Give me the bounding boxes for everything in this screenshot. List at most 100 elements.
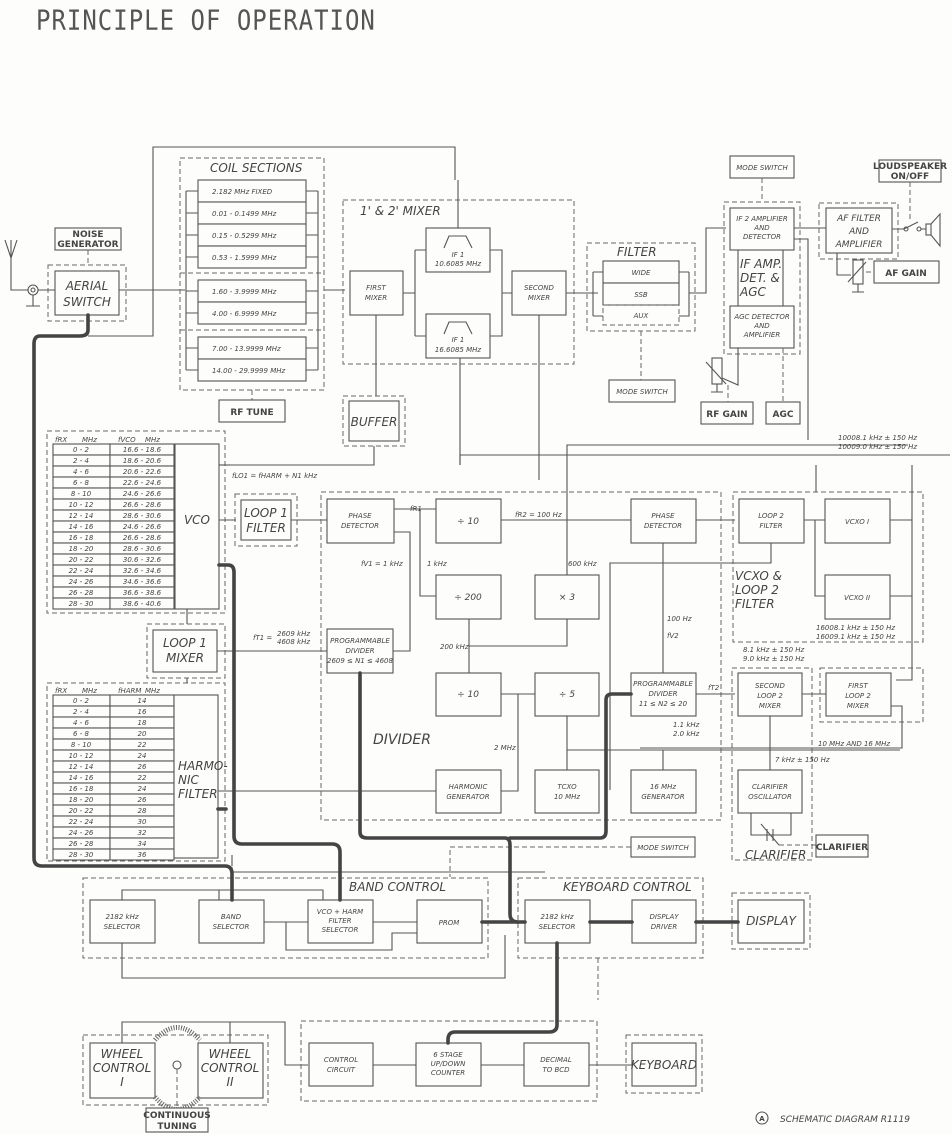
programmable-divider-1: PROGRAMMABLE DIVIDER 2609 ≤ N1 ≤ 4608	[326, 628, 394, 674]
svg-text:34: 34	[138, 840, 147, 848]
svg-text:DIVIDER: DIVIDER	[373, 732, 431, 748]
display-driver: DISPLAY DRIVER	[631, 899, 697, 944]
svg-text:CONTROL: CONTROL	[201, 1061, 260, 1075]
svg-text:PHASE: PHASE	[651, 512, 675, 520]
svg-text:1 kHz: 1 kHz	[427, 560, 447, 568]
svg-text:FILTER: FILTER	[328, 917, 351, 925]
svg-text:COUNTER: COUNTER	[431, 1069, 465, 1077]
keyboard[interactable]: KEYBOARD	[631, 1042, 697, 1087]
svg-text:32: 32	[138, 829, 147, 837]
svg-text:SELECTOR: SELECTOR	[539, 923, 576, 931]
svg-text:LOOP 2: LOOP 2	[735, 583, 779, 597]
svg-text:2182 kHz: 2182 kHz	[105, 913, 138, 921]
clarifier-oscillator: CLARIFIER OSCILLATOR	[737, 769, 803, 814]
wheel-control-2[interactable]: WHEEL CONTROL II	[197, 1042, 264, 1099]
coil-band-row: 0.15 - 0.5299 MHz	[186, 223, 318, 247]
coil-band-row: 7.00 - 13.9999 MHz	[186, 336, 318, 360]
agc-control[interactable]: AGC	[765, 401, 801, 425]
svg-text:AND: AND	[848, 227, 869, 237]
tuning-wheel-icon[interactable]	[153, 1025, 202, 1112]
svg-text:DISPLAY: DISPLAY	[649, 913, 679, 921]
svg-text:12 - 14: 12 - 14	[69, 763, 94, 771]
svg-text:SWITCH: SWITCH	[63, 295, 111, 309]
variable-capacitor-icon	[750, 813, 792, 846]
harmonic-generator: HARMONIC GENERATOR	[435, 769, 502, 814]
vcxo-2: VCXO II	[824, 574, 891, 620]
svg-text:LOOP 1: LOOP 1	[244, 506, 288, 520]
svg-text:PHASE: PHASE	[348, 512, 372, 520]
svg-text:I: I	[120, 1075, 124, 1089]
svg-text:DETECTOR: DETECTOR	[644, 522, 682, 530]
svg-text:DISPLAY: DISPLAY	[746, 914, 798, 928]
aerial-switch: AERIAL SWITCH	[54, 270, 120, 316]
svg-text:16.6085 MHz: 16.6085 MHz	[435, 346, 481, 354]
svg-text:OSCILLATOR: OSCILLATOR	[748, 793, 792, 801]
svg-text:7.00 - 13.9999 MHz: 7.00 - 13.9999 MHz	[212, 345, 281, 353]
svg-text:IF 2 AMPLIFIER: IF 2 AMPLIFIER	[736, 215, 788, 223]
divide-by-10-b: ÷ 10	[435, 672, 502, 717]
harmonic-filter: HARMO- NIC FILTER	[173, 694, 228, 859]
svg-text:RF TUNE: RF TUNE	[230, 408, 273, 418]
first-loop2-mixer: FIRST LOOP 2 MIXER	[825, 672, 892, 717]
svg-text:36: 36	[138, 851, 147, 859]
svg-text:2609 kHz: 2609 kHz	[277, 630, 310, 638]
vcxo-1: VCXO I	[824, 498, 891, 544]
16mhz-generator: 16 MHz GENERATOR	[630, 769, 697, 814]
clarifier-control[interactable]: CLARIFIER	[815, 834, 869, 858]
vco: VCO	[174, 443, 220, 610]
svg-text:VCXO &: VCXO &	[735, 569, 782, 583]
svg-text:× 3: × 3	[559, 593, 575, 603]
coil-band-row: 4.00 - 6.9999 MHz	[186, 301, 318, 325]
svg-text:28: 28	[138, 807, 147, 815]
svg-text:TCXO: TCXO	[557, 783, 577, 791]
svg-text:CIRCUIT: CIRCUIT	[327, 1066, 356, 1074]
svg-text:26 - 28: 26 - 28	[69, 840, 94, 848]
svg-text:GENERATOR: GENERATOR	[57, 240, 118, 250]
svg-text:KEYBOARD: KEYBOARD	[631, 1058, 697, 1072]
continuous-tuning[interactable]: CONTINUOUS TUNING	[143, 1107, 211, 1133]
svg-text:22.6 - 24.6: 22.6 - 24.6	[123, 479, 162, 487]
mode-switch-filter: MODE SWITCH	[608, 379, 676, 403]
svg-text:MIXER: MIXER	[365, 294, 387, 302]
svg-text:DETECTOR: DETECTOR	[743, 233, 781, 241]
svg-text:II: II	[226, 1075, 234, 1089]
buffer: BUFFER	[348, 400, 400, 442]
svg-text:16 MHz: 16 MHz	[650, 783, 676, 791]
svg-text:34.6 - 36.6: 34.6 - 36.6	[123, 578, 162, 586]
svg-text:fRX: fRX	[55, 687, 67, 695]
wheel-control-1[interactable]: WHEEL CONTROL I	[89, 1042, 156, 1099]
svg-text:0.01 - 0.1499 MHz: 0.01 - 0.1499 MHz	[212, 210, 277, 218]
svg-text:fRX: fRX	[55, 436, 67, 444]
svg-text:DRIVER: DRIVER	[651, 923, 678, 931]
svg-text:14 - 16: 14 - 16	[69, 523, 94, 531]
svg-text:28.6 - 30.6: 28.6 - 30.6	[123, 512, 162, 520]
svg-text:BAND: BAND	[221, 913, 242, 921]
af-gain-control[interactable]: AF GAIN	[873, 260, 940, 284]
svg-text:2.182 MHz FIXED: 2.182 MHz FIXED	[212, 188, 273, 196]
svg-text:fLO1 = fHARM + N1 kHz: fLO1 = fHARM + N1 kHz	[232, 472, 317, 480]
loop1-mixer: LOOP 1 MIXER	[152, 629, 218, 673]
svg-text:11 ≤ N2 ≤ 20: 11 ≤ N2 ≤ 20	[639, 700, 688, 708]
svg-text:AGC: AGC	[739, 285, 767, 299]
svg-text:MHz: MHz	[145, 687, 160, 695]
svg-text:36.6 - 38.6: 36.6 - 38.6	[123, 589, 162, 597]
rf-gain-control[interactable]: RF GAIN	[700, 401, 754, 425]
svg-text:4 - 6: 4 - 6	[73, 719, 89, 727]
2182khz-selector-band: 2182 kHz SELECTOR	[89, 899, 156, 944]
svg-text:18: 18	[138, 719, 147, 727]
control-circuit: CONTROL CIRCUIT	[308, 1042, 374, 1087]
loudspeaker-switch[interactable]: LOUDSPEAKER ON/OFF	[873, 159, 947, 183]
